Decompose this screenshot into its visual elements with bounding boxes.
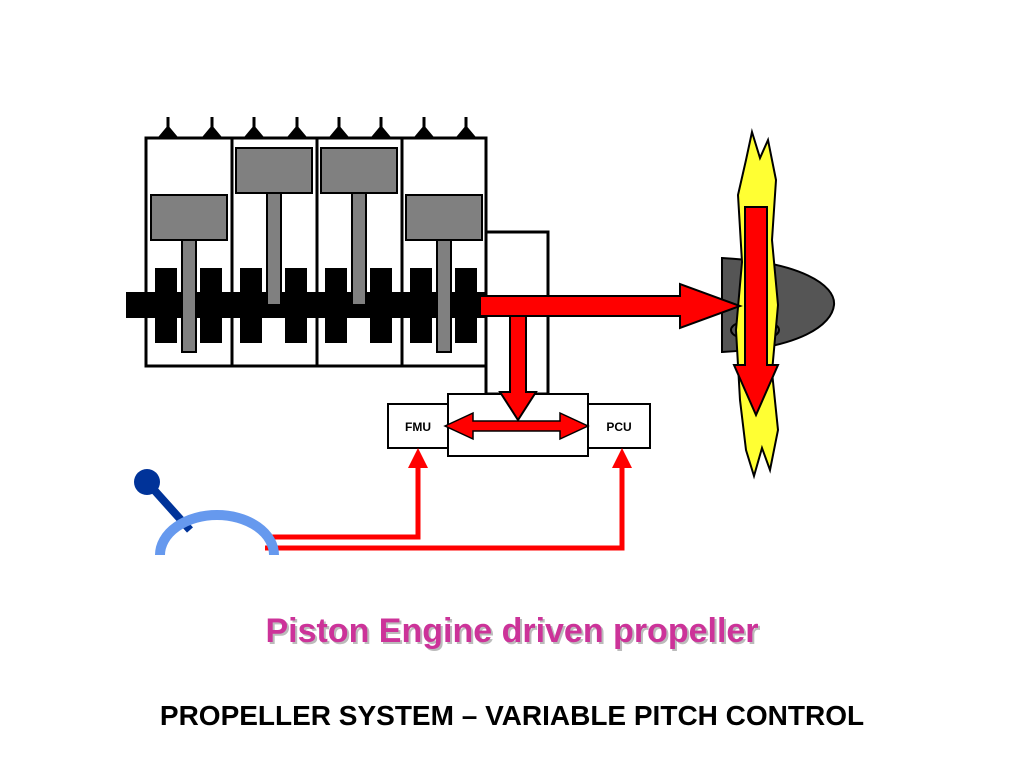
pcu-label: PCU	[606, 420, 631, 434]
piston-1	[150, 194, 228, 241]
control-lever	[134, 469, 279, 556]
lever-knob	[134, 469, 160, 495]
piston-3	[320, 147, 398, 194]
connecting-rod-1	[181, 239, 197, 353]
connecting-rod-3	[351, 192, 367, 306]
engine-propeller-diagram: FMU PCU	[126, 117, 836, 556]
valves	[156, 117, 478, 139]
slide-title: PROPELLER SYSTEM – VARIABLE PITCH CONTRO…	[159, 700, 865, 731]
diagram-caption: Piston Engine driven propeller	[265, 612, 759, 650]
piston-4	[405, 194, 483, 241]
connecting-rod-2	[266, 192, 282, 306]
connecting-rod-4	[436, 239, 452, 353]
fmu-label: FMU	[405, 420, 431, 434]
fmu-pcu-double-arrow	[443, 411, 590, 441]
linkage-to-pcu	[265, 468, 625, 551]
governor-drive-arrow	[498, 315, 538, 422]
fmu-linkage-arrowhead	[408, 448, 428, 468]
pistons	[150, 147, 483, 353]
piston-2	[235, 147, 313, 194]
linkage-to-fmu	[265, 468, 421, 540]
blade-pitch-arrow	[732, 206, 780, 418]
control-linkages	[265, 468, 625, 551]
lever-quadrant-arc	[155, 510, 279, 556]
pcu-linkage-arrowhead	[612, 448, 632, 468]
